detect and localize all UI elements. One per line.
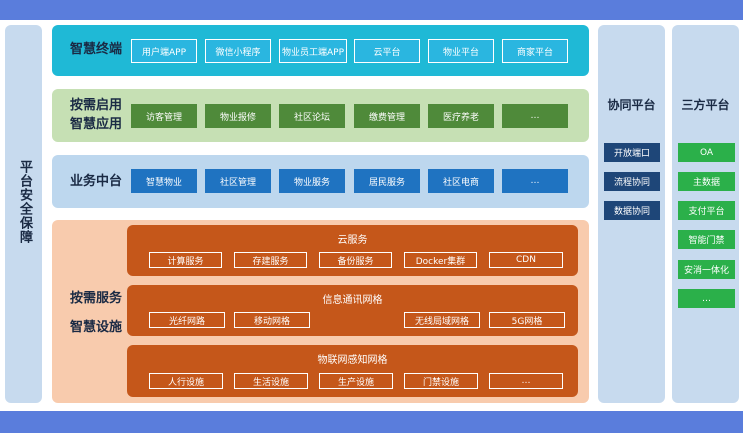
middle-item[interactable]: 社区电商	[428, 169, 494, 193]
iot-item[interactable]: 门禁设施	[404, 373, 478, 389]
app-item[interactable]: 访客管理	[131, 104, 197, 128]
app-item[interactable]: 缴费管理	[354, 104, 420, 128]
terminal-item[interactable]: 微信小程序	[205, 39, 271, 63]
cloud-item[interactable]: 计算服务	[149, 252, 222, 268]
thirdparty-item[interactable]: …	[678, 289, 735, 308]
thirdparty-item[interactable]: 安消一体化	[678, 260, 735, 279]
apps-label-line1: 按需启用	[70, 98, 123, 113]
collab-item[interactable]: 开放端口	[604, 143, 660, 162]
network-item[interactable]: 无线局域网格	[404, 312, 480, 328]
collab-title: 协同平台	[607, 98, 656, 112]
middle-item[interactable]: 居民服务	[354, 169, 420, 193]
iot-item[interactable]: 生活设施	[234, 373, 308, 389]
middle-item[interactable]: 智慧物业	[131, 169, 197, 193]
cloud-item[interactable]: Docker集群	[404, 252, 477, 268]
terminal-item[interactable]: 用户端APP	[131, 39, 197, 63]
middle-item[interactable]: 社区管理	[205, 169, 271, 193]
cloud-item[interactable]: 存建服务	[234, 252, 307, 268]
cloud-item[interactable]: 备份服务	[319, 252, 392, 268]
app-item[interactable]: …	[502, 104, 568, 128]
app-item[interactable]: 社区论坛	[279, 104, 345, 128]
network-item[interactable]: 光纤网路	[149, 312, 225, 328]
infra-label-line2: 智慧设施	[70, 320, 123, 335]
thirdparty-item[interactable]: 支付平台	[678, 201, 735, 220]
infra-label-line1: 按需服务	[70, 291, 123, 306]
thirdparty-item[interactable]: OA	[678, 143, 735, 162]
iot-item[interactable]: 人行设施	[149, 373, 223, 389]
app-item[interactable]: 物业报修	[205, 104, 271, 128]
cloud-title: 云服务	[337, 235, 368, 246]
terminal-label: 智慧终端	[70, 42, 123, 57]
app-item[interactable]: 医疗养老	[428, 104, 494, 128]
terminal-item[interactable]: 物业平台	[428, 39, 494, 63]
apps-label-line2: 智慧应用	[70, 117, 123, 132]
middle-item[interactable]: …	[502, 169, 568, 193]
collab-item[interactable]: 流程协同	[604, 172, 660, 191]
terminal-item[interactable]: 云平台	[354, 39, 420, 63]
cloud-item[interactable]: CDN	[489, 252, 563, 268]
collab-item[interactable]: 数据协同	[604, 201, 660, 220]
thirdparty-item[interactable]: 主数据	[678, 172, 735, 191]
terminal-item[interactable]: 商家平台	[502, 39, 568, 63]
middle-label: 业务中台	[70, 174, 123, 189]
security-label: 平台安全保障	[17, 160, 32, 244]
iot-title: 物联网感知网格	[317, 355, 388, 366]
network-item[interactable]: 5G网格	[489, 312, 565, 328]
security-panel	[5, 25, 42, 403]
network-title: 信息通讯网格	[322, 295, 383, 306]
bottom-bar	[0, 411, 743, 433]
network-item[interactable]: 移动网格	[234, 312, 310, 328]
iot-item[interactable]: 生产设施	[319, 373, 393, 389]
iot-item[interactable]: …	[489, 373, 563, 389]
thirdparty-title: 三方平台	[681, 98, 730, 112]
middle-item[interactable]: 物业服务	[279, 169, 345, 193]
thirdparty-item[interactable]: 智能门禁	[678, 230, 735, 249]
terminal-item[interactable]: 物业员工端APP	[279, 39, 347, 63]
top-bar	[0, 0, 743, 20]
